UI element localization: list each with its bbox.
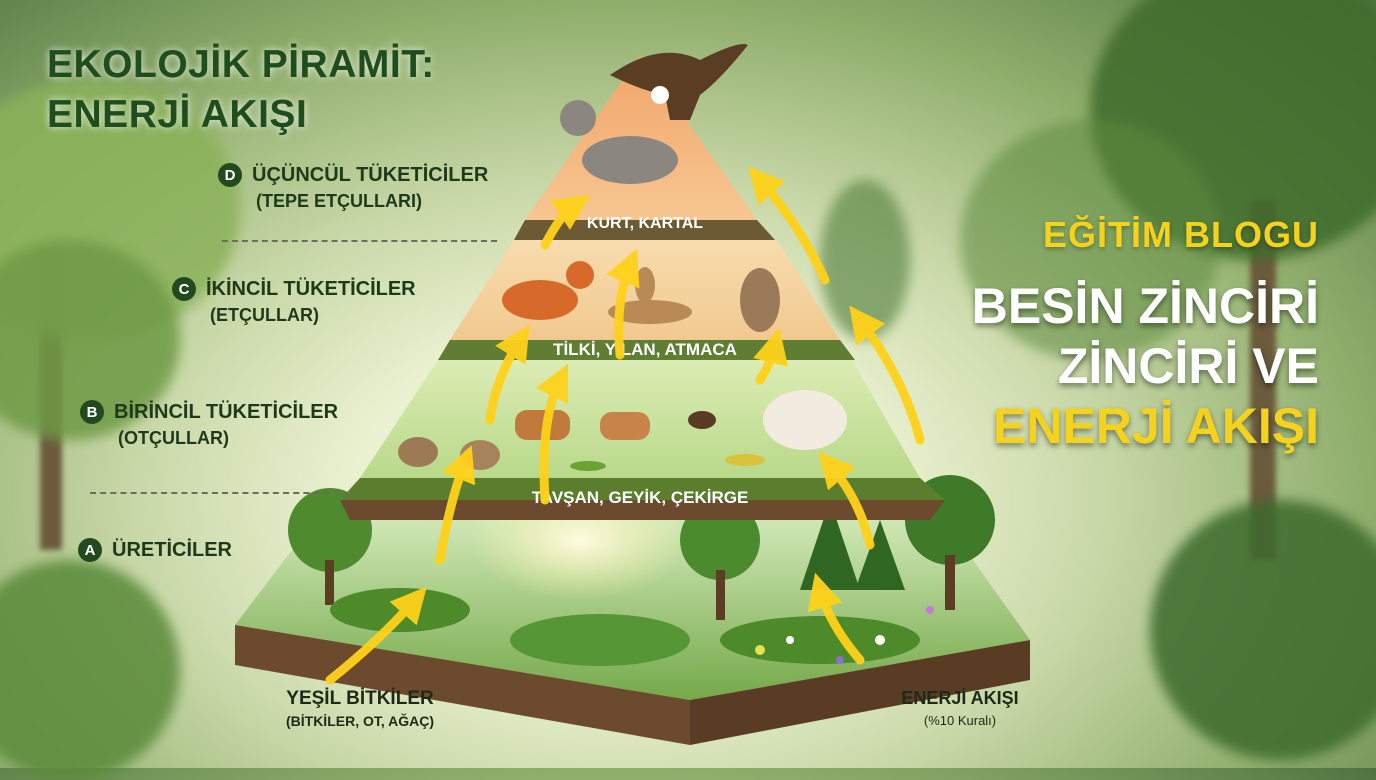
pine-tree-icon bbox=[855, 520, 905, 590]
tier-label-primary: B BİRİNCİL TÜKETİCİLER (OTÇULLAR) bbox=[80, 400, 338, 449]
band-label-tertiary: KURT, KARTAL bbox=[587, 215, 703, 232]
beetle-icon bbox=[688, 411, 716, 429]
wolf-icon bbox=[582, 136, 678, 184]
tier-tertiary-consumers bbox=[514, 44, 775, 240]
tier-label-text: BİRİNCİL TÜKETİCİLER bbox=[114, 400, 339, 423]
tier-label-text: ÜRETİCİLER bbox=[112, 538, 232, 561]
eagle-icon bbox=[610, 44, 748, 120]
producers-caption: YEŞİL BİTKİLER (BİTKİLER, OT, AĞAÇ) bbox=[240, 688, 480, 729]
blog-title-line-2: ZİNCİRİ VE bbox=[1057, 338, 1319, 394]
energy-title: ENERJİ AKIŞI bbox=[901, 688, 1019, 708]
hawk-icon bbox=[740, 268, 780, 332]
caterpillar-icon bbox=[725, 454, 765, 466]
tier-label-text: İKİNCİL TÜKETİCİLER bbox=[206, 277, 416, 300]
energy-subtitle: (%10 Kuralı) bbox=[923, 713, 997, 728]
grasshopper-icon bbox=[570, 461, 606, 471]
tier-label-producers: A ÜRETİCİLER bbox=[78, 538, 232, 562]
divider bbox=[222, 240, 497, 242]
producers-title: YEŞİL BİTKİLER bbox=[286, 688, 434, 709]
energy-caption: ENERJİ AKIŞI (%10 Kuralı) bbox=[870, 688, 1050, 728]
pine-tree-icon bbox=[800, 500, 860, 590]
tier-label-text: ÜÇÜNCÜL TÜKETİCİLER bbox=[252, 163, 489, 186]
band-label-primary: TAVŞAN, GEYİK, ÇEKİRGE bbox=[532, 488, 749, 507]
tier-label-tertiary: D ÜÇÜNCÜL TÜKETİCİLER (TEPE ETÇULLARI) bbox=[218, 163, 488, 212]
badge-b: B bbox=[80, 400, 104, 424]
band-label-secondary: TİLKİ, YILAN, ATMACA bbox=[553, 340, 737, 359]
blog-title-line-3: ENERJİ AKIŞI bbox=[992, 398, 1319, 454]
producers-subtitle: (BİTKİLER, OT, AĞAÇ) bbox=[285, 713, 435, 729]
page-title: EKOLOJİK PİRAMİT: ENERJİ AKIŞI bbox=[47, 40, 435, 140]
tier-label-subtext: (TEPE ETÇULLARI) bbox=[256, 191, 422, 211]
tier-label-secondary: C İKİNCİL TÜKETİCİLER (ETÇULLAR) bbox=[172, 277, 416, 326]
snake-icon bbox=[608, 300, 692, 324]
title-line-1: EKOLOJİK PİRAMİT: bbox=[47, 43, 435, 86]
tier-label-subtext: (ETÇULLAR) bbox=[210, 305, 319, 325]
tier-label-subtext: (OTÇULLAR) bbox=[118, 428, 229, 448]
badge-a: A bbox=[78, 538, 102, 562]
sheep-icon bbox=[763, 390, 847, 450]
tier-secondary-consumers bbox=[438, 240, 855, 360]
blog-title-line-1: BESİN ZİNCİRİ bbox=[971, 278, 1319, 334]
divider bbox=[90, 492, 350, 494]
badge-c: C bbox=[172, 277, 196, 301]
title-line-2: ENERJİ AKIŞI bbox=[47, 93, 308, 136]
blog-heading: EĞİTİM BLOGU BESİN ZİNCİRİ ZİNCİRİ VE EN… bbox=[972, 214, 1319, 456]
energy-flow-arrows bbox=[325, 166, 925, 685]
badge-d: D bbox=[218, 163, 242, 187]
fox-icon bbox=[502, 280, 578, 320]
blog-kicker: EĞİTİM BLOGU bbox=[1043, 214, 1319, 255]
rabbit-icon bbox=[398, 437, 438, 467]
